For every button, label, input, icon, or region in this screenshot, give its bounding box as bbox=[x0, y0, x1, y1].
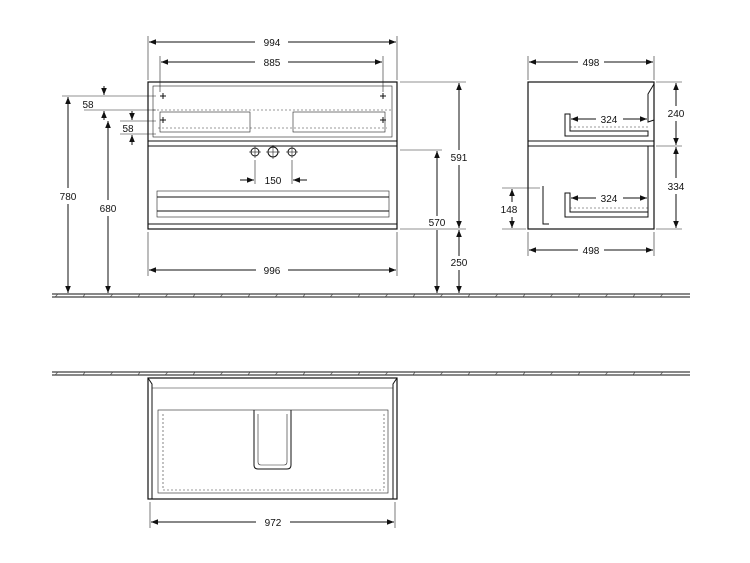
front-cabinet-outline bbox=[147, 81, 398, 230]
hatch-tick bbox=[577, 293, 581, 298]
hatch-tick bbox=[164, 371, 169, 376]
hatch-tick bbox=[192, 371, 196, 376]
hatch-tick bbox=[604, 371, 609, 376]
dim-994-label: 994 bbox=[264, 38, 281, 49]
hatch-tick bbox=[274, 293, 279, 298]
hatch-tick bbox=[247, 371, 251, 376]
dim-324-lower-label: 324 bbox=[601, 194, 618, 205]
hatch-tick bbox=[329, 371, 334, 376]
hatch-tick bbox=[82, 293, 86, 298]
hatch-tick bbox=[412, 293, 416, 298]
hatch-tick bbox=[54, 371, 59, 376]
dim-324-upper-label: 324 bbox=[601, 115, 618, 126]
hatch-tick bbox=[467, 293, 471, 298]
dim-570-label: 570 bbox=[429, 218, 446, 229]
hatch-tick bbox=[164, 293, 169, 298]
dim-150-label: 150 bbox=[265, 176, 282, 187]
dim-498-top-label: 498 bbox=[583, 58, 600, 69]
hatch-tick bbox=[439, 293, 444, 298]
hatch-tick bbox=[549, 371, 554, 376]
hatch-tick bbox=[659, 293, 664, 298]
siphon-cutout bbox=[253, 410, 292, 470]
dim-972-label: 972 bbox=[265, 518, 282, 529]
hatch-tick bbox=[137, 293, 141, 298]
hatch-tick bbox=[577, 371, 581, 376]
hatch-tick bbox=[274, 371, 279, 376]
dim-58-lower-label: 58 bbox=[122, 124, 134, 135]
hatch-tick bbox=[659, 371, 664, 376]
hatch-tick bbox=[357, 293, 361, 298]
dim-148-label: 148 bbox=[501, 205, 518, 216]
dim-250-label: 250 bbox=[451, 258, 468, 269]
hatch-tick bbox=[494, 293, 499, 298]
dim-58-top-label: 58 bbox=[82, 100, 94, 111]
dim-885-label: 885 bbox=[264, 58, 281, 69]
hatch-tick bbox=[522, 293, 526, 298]
hatch-tick bbox=[219, 293, 224, 298]
hatch-tick bbox=[302, 293, 306, 298]
hatch-tick bbox=[302, 371, 306, 376]
hatch-tick bbox=[109, 293, 114, 298]
front-drawer bbox=[156, 190, 390, 218]
hatch-tick bbox=[467, 371, 471, 376]
dim-996-label: 996 bbox=[264, 266, 281, 277]
hatch-tick bbox=[247, 293, 251, 298]
plan-cabinet-outline bbox=[147, 377, 398, 500]
dim-334-label: 334 bbox=[668, 182, 685, 193]
mount-cross-right bbox=[380, 93, 386, 123]
hatch-tick bbox=[412, 371, 416, 376]
hatch-tick bbox=[219, 371, 224, 376]
hatch-tick bbox=[54, 293, 59, 298]
hatch-tick bbox=[357, 371, 361, 376]
hatch-tick bbox=[604, 293, 609, 298]
front-view: 994 885 996 150 58 58 780 bbox=[60, 36, 468, 293]
dim-780-label: 780 bbox=[60, 192, 77, 203]
hatch-tick bbox=[494, 371, 499, 376]
hatch-tick bbox=[632, 293, 636, 298]
hatch-tick bbox=[632, 371, 636, 376]
dim-680-label: 680 bbox=[100, 204, 117, 215]
hatch-tick bbox=[384, 293, 389, 298]
hatch-tick bbox=[439, 371, 444, 376]
plan-view: 972 bbox=[52, 371, 690, 529]
side-view: 498 324 324 240 334 148 498 bbox=[501, 56, 685, 257]
dim-498-bottom-label: 498 bbox=[583, 246, 600, 257]
hatch-tick bbox=[329, 293, 334, 298]
hatch-tick bbox=[384, 371, 389, 376]
dim-240-label: 240 bbox=[668, 109, 685, 120]
dim-591-label: 591 bbox=[451, 153, 468, 164]
wall-line bbox=[52, 371, 690, 376]
tap-connections bbox=[249, 145, 298, 159]
hatch-tick bbox=[192, 293, 196, 298]
hatch-tick bbox=[522, 371, 526, 376]
hatch-tick bbox=[549, 293, 554, 298]
hatch-tick bbox=[137, 371, 141, 376]
side-cabinet-outline bbox=[527, 81, 655, 230]
hatch-tick bbox=[82, 371, 86, 376]
mount-cross-left bbox=[160, 93, 166, 123]
hatch-tick bbox=[109, 371, 114, 376]
floor-line bbox=[52, 293, 690, 298]
